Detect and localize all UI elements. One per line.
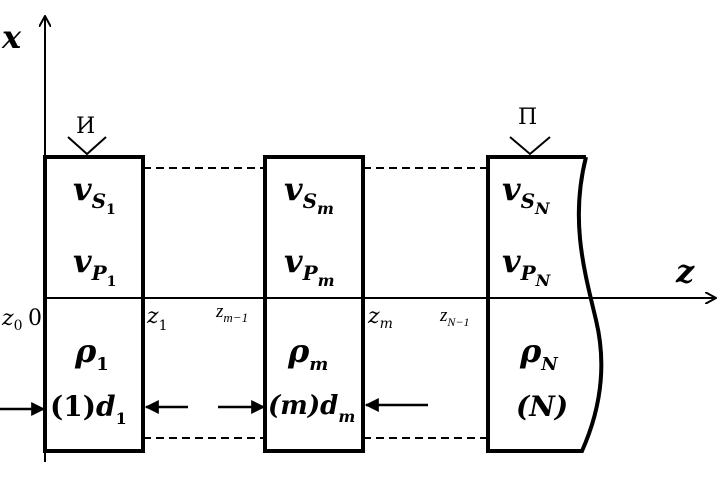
layer-n-rho: ρN: [519, 332, 559, 375]
layer-1-vs: vS1: [73, 170, 116, 218]
layer-1-vp: vP1: [73, 242, 116, 290]
origin-label: 0: [28, 306, 42, 331]
boundary-zm: zm: [367, 304, 393, 332]
layer-1-thickness: (1)d1: [50, 390, 127, 428]
receiver-label: П: [518, 105, 537, 130]
layer-m-box: [263, 155, 365, 453]
boundary-zN1: zN−1: [439, 305, 470, 329]
layer-n-box: [486, 155, 604, 453]
layer-n-vp: vPN: [502, 242, 552, 290]
source-marker-icon: [67, 136, 107, 156]
layer-n-vs: vSN: [502, 170, 551, 218]
layer-1-box: [43, 155, 145, 453]
source-label: И: [76, 114, 95, 139]
layer-n-index: (N): [516, 390, 568, 423]
layer-m-vs: vSm: [284, 170, 334, 218]
boundary-z0: z0: [1, 306, 23, 334]
z-axis-label: z: [675, 252, 695, 290]
layer-1-rho: ρ1: [74, 332, 109, 375]
boundary-z1: z1: [146, 304, 168, 334]
layer-m-thickness: (m)dm: [268, 391, 355, 426]
layer-m-rho: ρm: [287, 332, 328, 375]
receiver-marker-icon: [509, 136, 551, 156]
x-axis-label: x: [1, 18, 22, 56]
dashed-boundaries: [143, 167, 488, 439]
thickness-arrows: [0, 398, 428, 416]
boundary-zm1: zm−1: [215, 301, 248, 325]
layer-m-vp: vPm: [284, 242, 335, 290]
